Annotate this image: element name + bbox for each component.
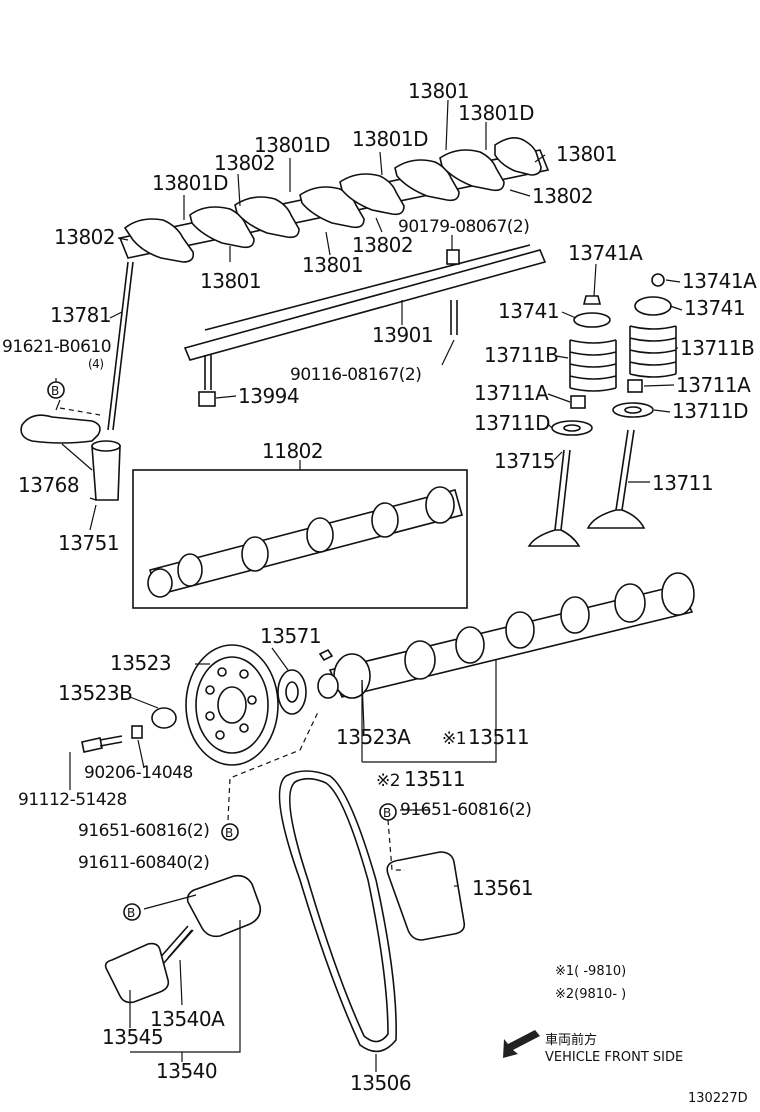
rocker-arm-assembly: [118, 137, 550, 361]
label-13711d-l: 13711D: [474, 411, 550, 435]
label-13801d-d: 13801D: [152, 171, 228, 195]
marker-b-3: B: [383, 806, 391, 820]
label-91651-r: 91651-60816(2): [400, 800, 531, 820]
label-13523a: 13523A: [336, 725, 411, 749]
diagram-code: 130227D: [688, 1091, 748, 1106]
label-13801d-c: 13801D: [254, 133, 330, 157]
label-13751: 13751: [58, 531, 119, 555]
label-91621-qty: (4): [88, 357, 104, 371]
direction-jp: 車両前方: [545, 1032, 597, 1048]
label-13994: 13994: [238, 384, 299, 408]
label-13545: 13545: [102, 1025, 163, 1049]
valve-lifter: [91, 440, 121, 501]
note-mark-1: ※1: [442, 729, 466, 749]
label-13801-d: 13801: [200, 269, 261, 293]
label-13801-b: 13801: [556, 142, 617, 166]
label-13711d-r: 13711D: [672, 399, 748, 423]
label-13802-d: 13802: [352, 233, 413, 257]
cam-sprocket: [185, 644, 307, 766]
camshaft-kit-box: [132, 469, 468, 609]
label-13511-1: 13511: [468, 725, 529, 749]
dashed-guides: [59, 407, 405, 871]
label-13523b: 13523B: [58, 681, 132, 705]
camshaft: [317, 572, 695, 699]
label-13781: 13781: [50, 303, 111, 327]
label-91621: 91621-B0610: [2, 337, 111, 357]
label-91611: 91611-60840(2): [78, 853, 209, 873]
label-91651-l: 91651-60816(2): [78, 821, 209, 841]
label-13801-a: 13801: [408, 79, 469, 103]
label-13802-a: 13802: [214, 151, 275, 175]
head-bolts: [198, 249, 460, 407]
notes: ※1( -9810) ※2(9810- ): [555, 964, 626, 1002]
label-13711: 13711: [652, 471, 713, 495]
label-90179: 90179-08067(2): [398, 217, 529, 237]
label-11802: 11802: [262, 439, 323, 463]
label-90206: 90206-14048: [84, 763, 193, 783]
marker-b-1: B: [51, 384, 59, 398]
part-labels: 13801 13801D 13801 13801D 13801D 13802 1…: [2, 79, 758, 1095]
front-direction: 車両前方 VEHICLE FRONT SIDE: [503, 1030, 683, 1065]
label-13741-r: 13741: [684, 296, 745, 320]
front-arrow-icon: [503, 1030, 540, 1058]
note-1: ※1( -9810): [555, 964, 626, 979]
label-90116: 90116-08167(2): [290, 365, 421, 385]
note-2: ※2(9810- ): [555, 987, 626, 1002]
note-mark-2: ※2: [376, 771, 400, 791]
b-markers: B B B B: [47, 381, 397, 921]
sprocket-hardware: [81, 707, 177, 753]
label-13711b-r: 13711B: [680, 336, 754, 360]
lifter-guide: [20, 414, 101, 444]
label-13715: 13715: [494, 449, 555, 473]
label-13540a: 13540A: [150, 1007, 225, 1031]
label-13711a-r: 13711A: [676, 373, 751, 397]
label-13711a-l: 13711A: [474, 381, 549, 405]
label-13802-c: 13802: [54, 225, 115, 249]
marker-b-2: B: [225, 826, 233, 840]
label-13801d-a: 13801D: [458, 101, 534, 125]
label-13801-c: 13801: [302, 253, 363, 277]
valve-spring-right: [612, 273, 677, 418]
direction-en: VEHICLE FRONT SIDE: [545, 1050, 683, 1065]
label-91112: 91112-51428: [18, 790, 127, 810]
chain-damper: [386, 851, 466, 941]
push-rod: [107, 261, 134, 431]
label-13741a-l: 13741A: [568, 241, 643, 265]
label-13523: 13523: [110, 651, 171, 675]
label-13741-l: 13741: [498, 299, 559, 323]
timing-chain: [278, 770, 397, 1053]
label-13571: 13571: [260, 624, 321, 648]
label-13801d-b: 13801D: [352, 127, 428, 151]
label-13561: 13561: [472, 876, 533, 900]
label-13540: 13540: [156, 1059, 217, 1083]
label-13901: 13901: [372, 323, 433, 347]
label-13768: 13768: [18, 473, 79, 497]
chain-tensioner: [104, 874, 262, 1004]
label-13802-b: 13802: [532, 184, 593, 208]
label-13711b-l: 13711B: [484, 343, 558, 367]
label-13511-2: 13511: [404, 767, 465, 791]
label-13506: 13506: [350, 1071, 411, 1095]
valves: [527, 429, 646, 547]
marker-b-4: B: [127, 906, 135, 920]
label-13741a-r: 13741A: [682, 269, 757, 293]
valve-spring-left: [551, 295, 617, 436]
leader-lines: [55, 99, 683, 1072]
